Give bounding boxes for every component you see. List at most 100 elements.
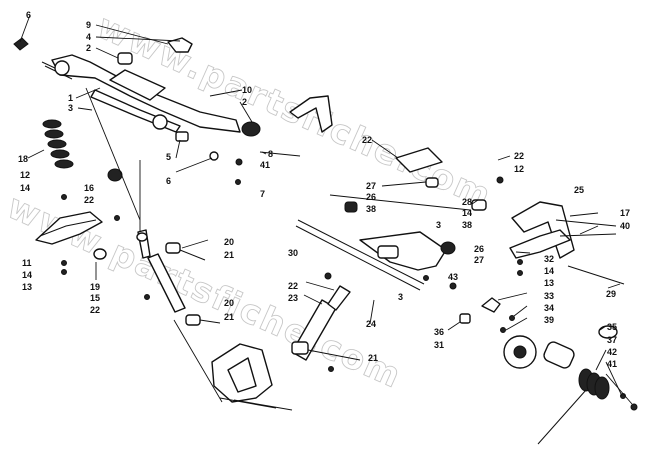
callout-16: 16 [84,183,94,193]
cross-shaft-30 [295,225,421,291]
callout-3: 3 [436,220,441,230]
bolt-29 [567,265,625,285]
callout-20: 20 [224,237,234,247]
cap-35 [598,325,618,339]
bushing-38 [471,199,487,211]
callout-22: 22 [90,305,100,315]
callout-13: 13 [22,282,32,292]
rear-bracket-assembly [211,343,293,411]
sleeve-20-b [185,314,201,326]
torsion-spring-37 [578,368,610,400]
nut-7 [235,179,241,185]
sleeve-2-upper [117,52,133,65]
bolt-40 [559,233,617,237]
callout-41: 41 [260,160,270,170]
axle-sleeve-35 [543,341,575,369]
callout-21: 21 [368,353,378,363]
callout-14: 14 [544,266,554,276]
callout-38: 38 [366,204,376,214]
callout-8: 8 [268,149,273,159]
callout-42: 42 [607,347,617,357]
callout-24: 24 [366,319,376,329]
leader-lines [19,14,633,405]
bolt-41 [235,158,243,166]
callout-17: 17 [620,208,630,218]
middle-shock-assembly [291,272,361,372]
callout-43: 43 [448,272,458,282]
callout-6: 6 [166,176,171,186]
left-shock-assembly [35,194,221,326]
bolt-21-c [307,349,361,361]
callout-3: 3 [398,292,403,302]
idler-and-spring [503,325,638,445]
callout-15: 15 [90,293,100,303]
sleeve-2-right [241,121,261,137]
cap-6 [13,37,29,51]
callout-39: 39 [544,315,554,325]
callout-14: 14 [20,183,30,193]
callout-1: 1 [68,93,73,103]
plate-22 [395,147,443,173]
nut-34 [509,315,515,321]
clip-19 [93,248,107,260]
callout-4: 4 [86,32,91,42]
callout-38: 38 [462,220,472,230]
callout-41: 41 [607,359,617,369]
callout-22: 22 [514,151,524,161]
callout-27: 27 [366,181,376,191]
callout-14: 14 [462,208,472,218]
washer-39 [500,327,506,333]
callout-labels: 6 9 4 2 1 3 10 2 18 5 6 8 41 7 12 16 14 … [18,10,630,369]
bracket-33 [481,297,501,313]
callout-36: 36 [434,327,444,337]
callout-9: 9 [86,20,91,30]
washer-14 [61,260,67,266]
bolt-21-b [199,319,221,324]
callout-37: 37 [607,335,617,345]
bracket-10 [289,95,333,133]
bolt-17 [555,219,617,227]
bolt-21-a [179,249,206,261]
callout-7: 7 [260,189,265,199]
callout-25: 25 [574,185,584,195]
callout-11: 11 [22,258,32,268]
callout-2: 2 [242,97,247,107]
front-arm-bushing-left [54,60,70,76]
nut-22-c [324,272,332,280]
callout-3: 3 [68,103,73,113]
callout-10: 10 [242,85,252,95]
nut-14-d [517,259,523,265]
bushing-27 [425,177,439,188]
callout-5: 5 [166,152,171,162]
nut-41-b [630,403,638,411]
callout-29: 29 [606,289,616,299]
bushing-26 [344,201,358,213]
spring-18 [42,119,74,169]
bolt-12-b [496,176,504,184]
callout-2: 2 [86,43,91,53]
nut-22-b [144,294,150,300]
callout-12: 12 [514,164,524,174]
bushing-5 [175,131,189,142]
callout-28: 28 [462,197,472,207]
slide-clip-11 [35,211,103,245]
nut-22-a [114,215,120,221]
rear-arm-bushing [377,245,399,259]
washer-6 [209,151,219,161]
nut-13-b [517,270,523,276]
callout-22: 22 [362,135,372,145]
callout-27: 27 [474,255,484,265]
bolt-8 [259,151,301,157]
sleeve-20-a [165,242,181,254]
callout-19: 19 [90,282,100,292]
callout-22: 22 [288,281,298,291]
rear-arm-frame [359,231,447,271]
nut-13 [61,269,67,275]
callout-13: 13 [544,278,554,288]
callout-30: 30 [288,248,298,258]
rear-arm-assembly [295,147,625,333]
callout-20: 20 [224,298,234,308]
spring-arm [537,389,587,445]
callout-23: 23 [288,293,298,303]
